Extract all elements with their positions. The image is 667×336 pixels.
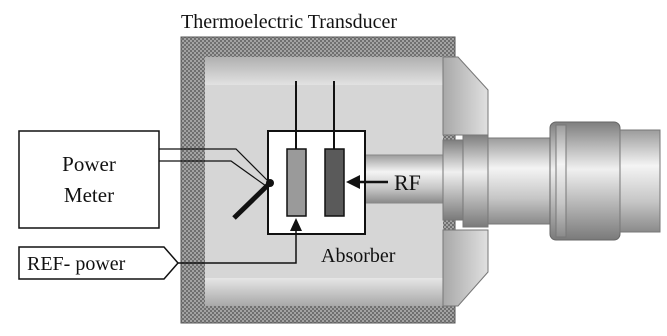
meter-connection-lower: [159, 160, 267, 187]
title-label: Thermoelectric Transducer: [181, 11, 397, 33]
connector-collar: [462, 134, 489, 228]
rf-label: RF: [394, 170, 421, 195]
switch-arm: [232, 181, 272, 220]
rf-arrow-head: [346, 175, 360, 189]
thermocouple-element-right: [324, 148, 345, 217]
power-meter-label-line2: Meter: [64, 183, 114, 207]
connector-inner-sleeve: [442, 139, 464, 221]
power-meter-box: [18, 130, 160, 229]
connector-tip: [619, 129, 661, 233]
connector-taper-top: [442, 56, 489, 136]
body-bottom-band: [205, 278, 443, 306]
connector-barrel: [487, 137, 551, 225]
connector-nut-ring: [555, 124, 567, 238]
meter-connection-upper: [159, 148, 269, 182]
thermocouple-element-left: [286, 148, 307, 217]
ref-power-arrow-head: [290, 218, 302, 231]
ref-power-line: [178, 230, 297, 264]
power-meter-label-line1: Power: [62, 152, 116, 176]
rf-channel: [364, 154, 444, 204]
ref-power-label: REF- power: [27, 253, 126, 275]
body-top-band: [205, 57, 443, 85]
absorber-label: Absorber: [321, 245, 396, 267]
connector-taper-bottom: [442, 229, 489, 307]
ref-power-tag: [18, 246, 179, 280]
